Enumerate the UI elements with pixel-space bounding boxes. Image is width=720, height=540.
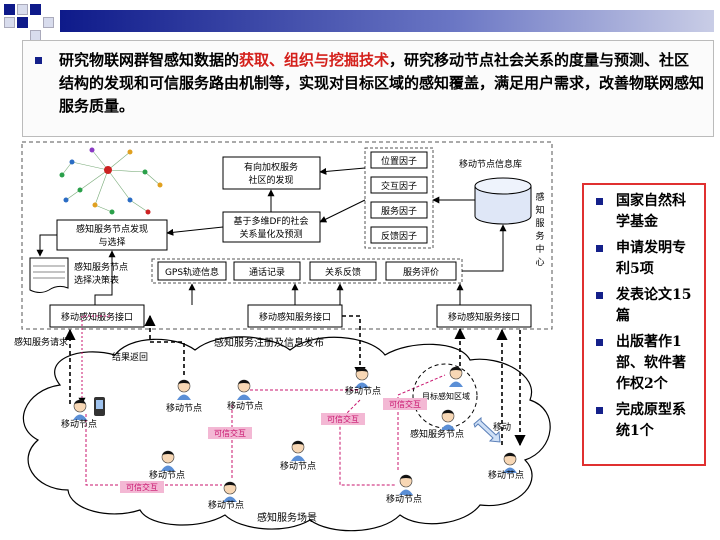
node-label: 移动节点 [386,493,422,505]
label-service-request: 感知服务请求 [14,336,68,348]
trusted-tag: 可信交互 [389,399,421,409]
bullet-icon [596,339,603,346]
title-bar [60,10,714,32]
node-label: 移动节点 [149,469,185,481]
phone-icon [94,397,105,416]
deco-square [4,4,15,15]
trusted-tag: 可信交互 [214,428,246,438]
factor-feedback: 反馈因子 [381,230,417,242]
trusted-tag: 可信交互 [126,482,158,492]
factor-interaction: 交互因子 [381,180,417,192]
factor-service: 服务因子 [381,205,417,217]
achievement-item: 完成原型系统1个 [594,400,698,442]
node-discovery-line2: 与选择 [98,236,125,248]
info-evaluation: 服务评价 [403,266,439,278]
node-label: 移动节点 [488,469,524,481]
bullet-icon [35,57,42,64]
center-label-3: 服 [535,218,544,229]
center-label-5: 中 [535,243,544,255]
mobility-arrow [473,416,501,443]
achievement-item: 申请发明专利5项 [594,238,698,280]
intro-part2: ，研究移动节点社会关系的度量与预测、社区结构的发现和可信服务路由机制等，实现对目… [59,51,705,115]
interface-right: 移动感知服务接口 [448,311,520,323]
deco-square [30,4,41,15]
df-quantify-line1: 基于多维DF的社会 [233,215,308,227]
node-label: 移动节点 [227,400,263,412]
intro-highlight: 获取、组织与挖掘技术 [239,51,390,69]
info-relationship: 关系反馈 [325,266,361,278]
node-discovery-line1: 感知服务节点发现 [76,223,148,235]
deco-square [17,17,28,28]
node-label: 移动节点 [208,499,244,511]
decision-table-line1: 感知服务节点 [74,261,128,273]
label-result-return: 结果返回 [112,351,148,363]
person-icon [449,366,463,387]
node-label: 移动节点 [345,385,381,397]
intro-part1: 研究物联网群智感知数据的 [59,51,240,69]
bullet-icon [596,407,603,414]
person-icon [355,367,369,388]
factor-location: 位置因子 [381,155,417,167]
achievement-item: 出版著作1部、软件著作权2个 [594,332,698,395]
df-quantify-line2: 关系量化及预测 [239,228,302,240]
bullet-icon [596,198,603,205]
service-center-frame [21,141,553,330]
interface-left: 移动感知服务接口 [61,311,133,323]
person-icon [503,452,517,473]
bullet-icon [596,292,603,299]
info-calls: 通话记录 [249,266,285,278]
scene-cloud [22,336,551,532]
weighted-community-line2: 社区的发现 [248,174,293,186]
weighted-community-line1: 有向加权服务 [244,161,298,173]
trusted-tag: 可信交互 [327,414,359,424]
person-icon [161,450,175,471]
label-mobility: 移动 [493,421,511,433]
person-icon [291,440,305,461]
person-icon [441,409,455,430]
person-icons [73,366,517,502]
deco-square [17,4,28,15]
deco-square [4,17,15,28]
decision-table-icon [29,257,69,293]
decision-table-line2: 选择决策表 [74,274,119,286]
info-gps: GPS轨迹信息 [165,266,219,278]
intro-text: 研究物联网群智感知数据的获取、组织与挖掘技术，研究移动节点社会关系的度量与预测、… [59,49,704,118]
database-label: 移动节点信息库 [459,158,522,170]
person-icon [399,474,413,495]
center-label-2: 知 [535,204,544,216]
label-registration: 感知服务注册及信息发布 [214,336,324,349]
interface-middle: 移动感知服务接口 [259,311,331,323]
achievement-item: 国家自然科学基金 [594,191,698,233]
deco-square [43,17,54,28]
center-label-6: 心 [535,257,544,268]
node-label: 移动节点 [280,460,316,472]
bullet-icon [596,245,603,252]
node-label: 移动节点 [166,402,202,414]
person-icon [237,379,251,400]
network-graph-icon [59,147,163,215]
center-label-4: 务 [535,230,544,242]
person-icon [73,399,87,420]
person-icon [223,481,237,502]
center-label-1: 感 [535,191,544,203]
achievements-box: 国家自然科学基金 申请发明专利5项 发表论文15篇 出版著作1部、软件著作权2个… [582,183,706,466]
label-target-region: 目标感知区域 [422,391,470,401]
label-service-node: 感知服务节点 [410,428,464,440]
label-scene: 感知服务场景 [257,511,317,524]
database-icon [474,177,532,225]
person-icon [177,379,191,400]
intro-box: 研究物联网群智感知数据的获取、组织与挖掘技术，研究移动节点社会关系的度量与预测、… [22,40,714,137]
node-label: 移动节点 [61,418,97,430]
achievement-item: 发表论文15篇 [594,285,698,327]
